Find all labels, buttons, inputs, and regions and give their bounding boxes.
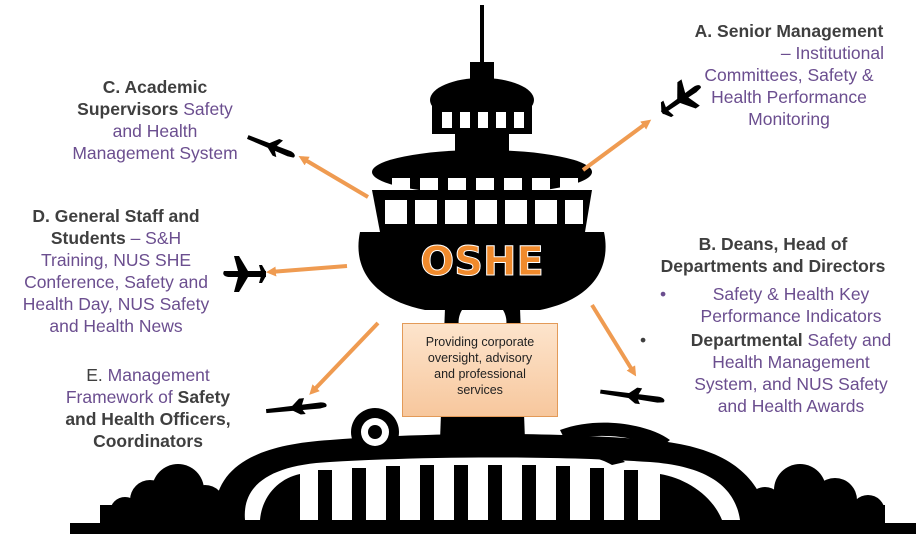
arrow-to-a xyxy=(581,119,652,172)
airplane-icon xyxy=(223,256,266,292)
node-a-line: – Institutional xyxy=(780,43,884,63)
airplane-icon xyxy=(600,387,665,405)
arrow-to-d xyxy=(266,264,348,277)
airplane-icon xyxy=(246,135,295,158)
node-b-deans-heads: B. Deans, Head of Departments and Direct… xyxy=(636,233,910,417)
node-a-line: Committees, Safety & xyxy=(704,65,874,85)
node-d-title: D. General Staff and xyxy=(32,206,200,226)
airplane-icon xyxy=(660,79,701,118)
node-b-line: Health Management xyxy=(712,352,870,372)
node-e-management-framework: E. Management Framework of Safety and He… xyxy=(42,364,254,452)
callout-line: and professional xyxy=(434,367,526,381)
oshe-logo: OSHE xyxy=(420,239,544,285)
node-b-bold: Departmental xyxy=(690,330,803,350)
node-e-line: Management xyxy=(102,365,210,385)
terminal-building-icon xyxy=(214,408,771,524)
airplane-icon xyxy=(265,398,327,415)
node-b-line: Performance Indicators xyxy=(700,306,882,326)
node-b-line: Safety and xyxy=(802,330,892,350)
node-c-line: Safety xyxy=(178,99,233,119)
node-a-line: Monitoring xyxy=(748,109,830,129)
node-d-title: Students xyxy=(50,228,126,248)
node-c-line: Management System xyxy=(72,143,238,163)
arrows xyxy=(266,119,652,395)
node-b-line: and Health Awards xyxy=(717,396,865,416)
node-d-general-staff: D. General Staff and Students – S&H Trai… xyxy=(0,205,232,337)
node-c-title: C. Academic xyxy=(102,77,208,97)
callout-box: Providing corporate oversight, advisory … xyxy=(402,323,558,417)
node-e-bold: Safety xyxy=(177,387,231,407)
node-d-line: Training, NUS SHE xyxy=(40,250,192,270)
node-d-line: – S&H xyxy=(125,228,182,248)
node-d-line: and Health News xyxy=(49,316,183,336)
node-d-line: Conference, Safety and xyxy=(24,272,208,292)
node-b-line: Safety & Health Key xyxy=(712,284,870,304)
bullet-marker: • xyxy=(660,284,667,304)
node-b-title: Departments and Directors xyxy=(660,256,886,276)
callout-line: services xyxy=(457,383,503,397)
node-a-title: A. Senior Management xyxy=(694,21,884,41)
node-c-title: Supervisors xyxy=(77,99,179,119)
arrow-to-c xyxy=(298,155,370,199)
trees-right-icon xyxy=(745,464,885,529)
node-b-bullet-2: • Departmental Safety and Health Managem… xyxy=(636,329,910,417)
arrow-to-b xyxy=(590,303,637,377)
node-b-title: B. Deans, Head of xyxy=(698,234,848,254)
node-c-line: and Health xyxy=(112,121,198,141)
node-e-line: Framework of xyxy=(65,387,178,407)
node-a-senior-management: A. Senior Management – Institutional Com… xyxy=(664,20,914,130)
node-a-line: Health Performance xyxy=(711,87,867,107)
ground-strip xyxy=(70,523,916,534)
bullet-marker: • xyxy=(640,330,647,350)
node-e-bold: Coordinators xyxy=(93,431,203,451)
node-b-line: System, and NUS Safety xyxy=(694,374,888,394)
callout-line: oversight, advisory xyxy=(427,351,533,365)
callout-line: Providing corporate xyxy=(425,335,535,349)
node-e-bold: and Health Officers, xyxy=(65,409,231,429)
arrow-to-e xyxy=(309,321,380,395)
node-c-academic-supervisors: C. Academic Supervisors Safety and Healt… xyxy=(40,76,270,164)
node-d-line: Health Day, NUS Safety xyxy=(22,294,210,314)
node-b-bullet-1: • Safety & Health Key Performance Indica… xyxy=(636,283,910,327)
node-e-prefix: E. xyxy=(86,365,103,385)
